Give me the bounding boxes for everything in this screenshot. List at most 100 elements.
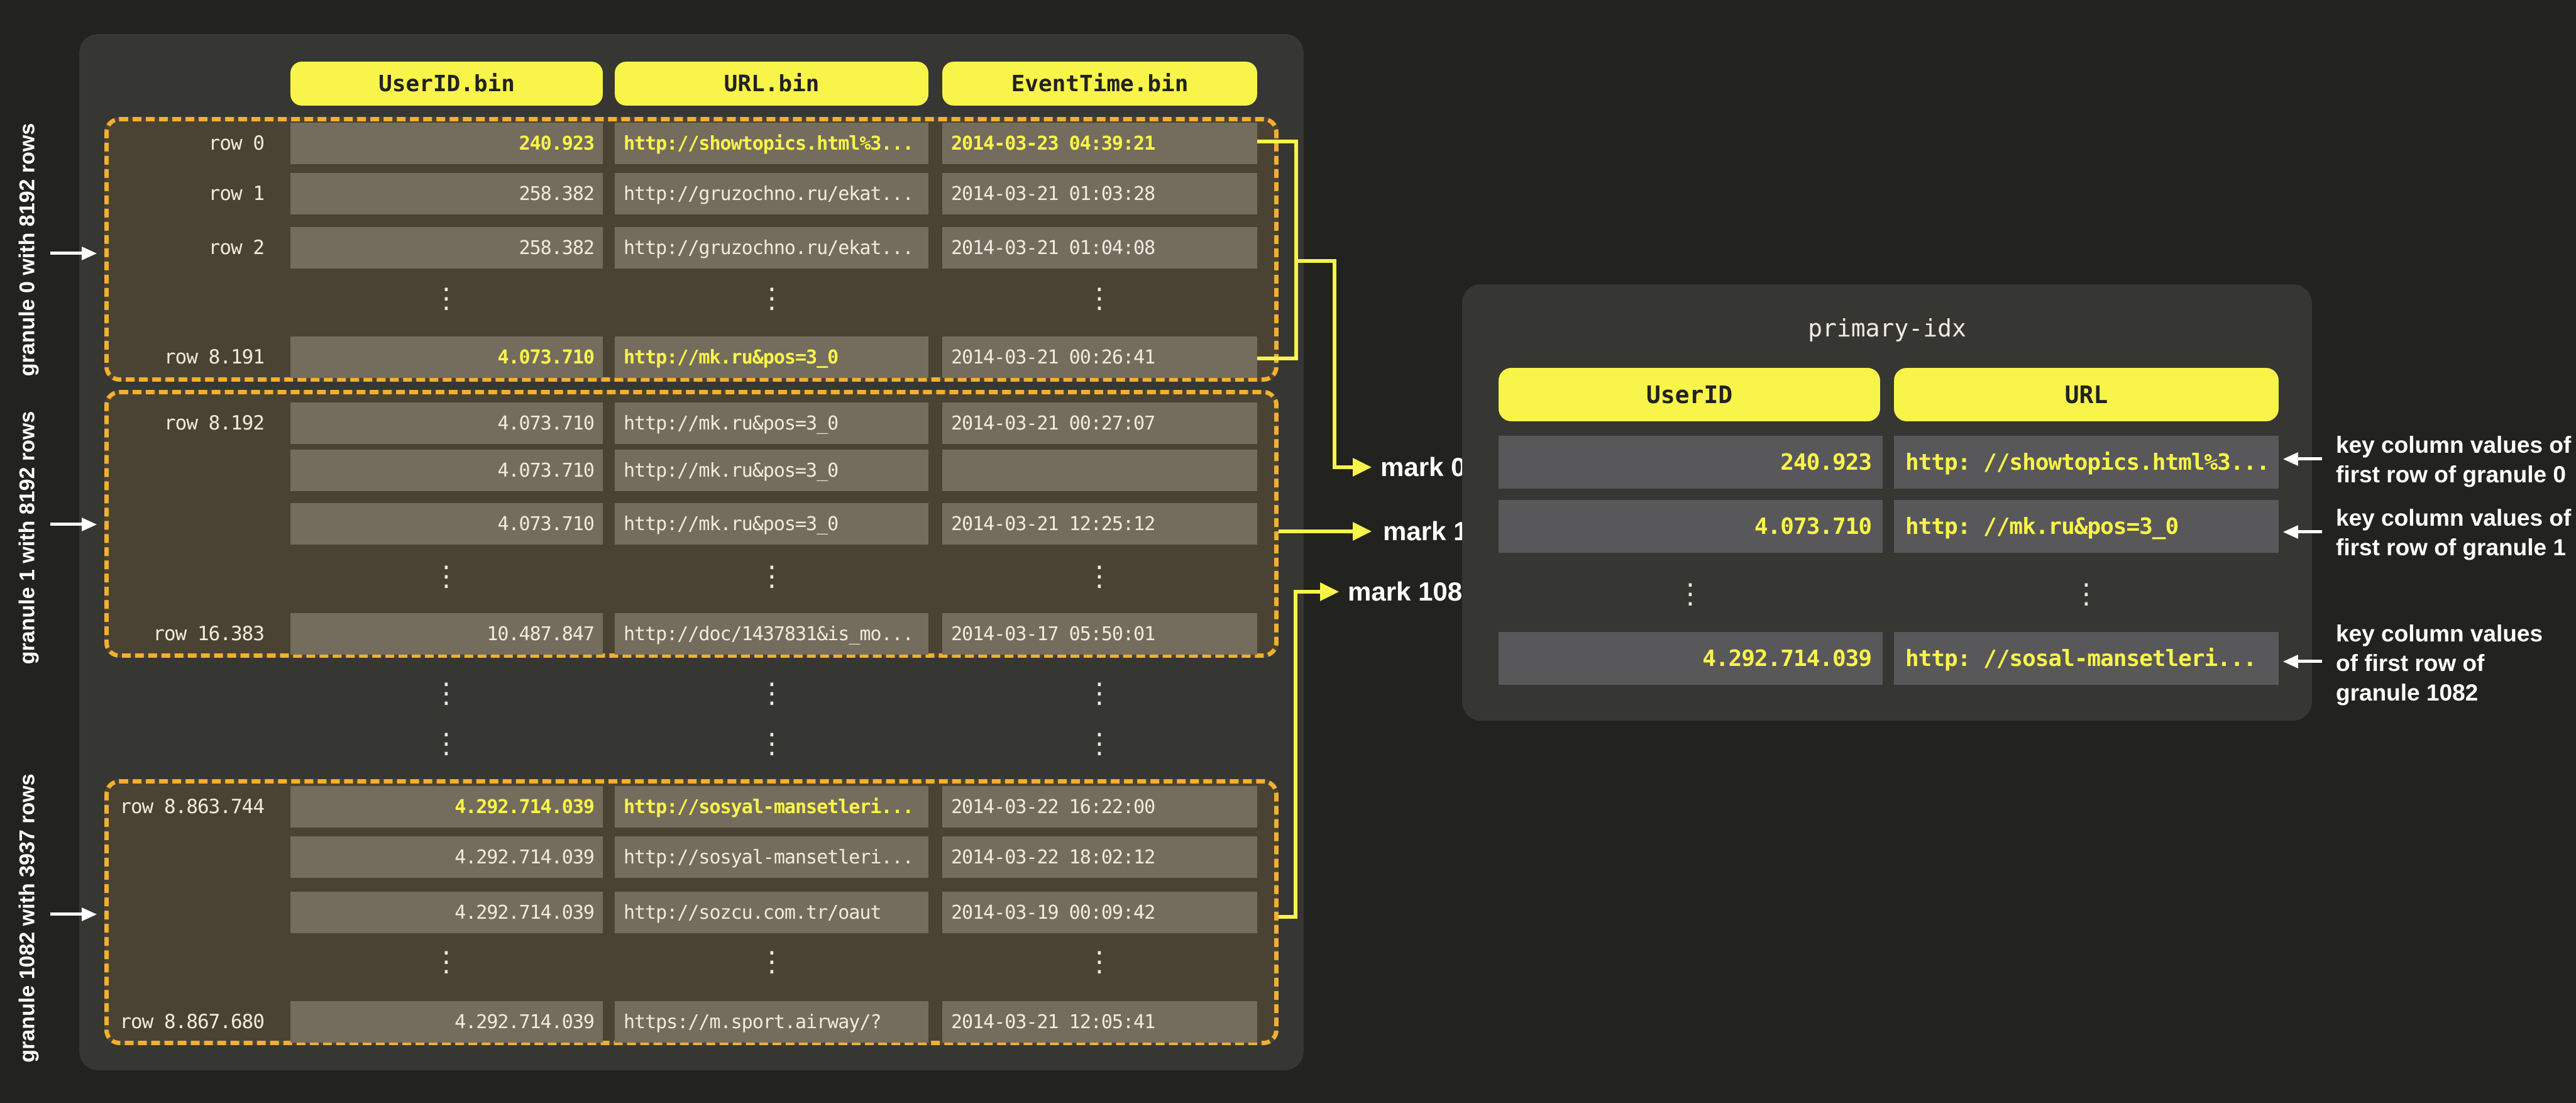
cell-user-id: 10.487.847 — [290, 613, 603, 655]
cell-url: http://mk.ru&pos=3_0 — [615, 336, 928, 378]
mark0-arrow-line — [1333, 465, 1354, 469]
cell-event-time: 2014-03-21 01:03:28 — [942, 173, 1257, 214]
cell-url: http://sosyal-mansetleri... — [615, 836, 928, 878]
cell-user-id: 4.292.714.039 — [290, 786, 603, 828]
gap-ellipsis: ⋮ — [432, 677, 460, 709]
annotation-granule-0: key column values of first row of granule… — [2336, 430, 2571, 489]
annotation-line: first row of granule 1 — [2336, 535, 2566, 560]
index-cell-user-id: 4.073.710 — [1499, 500, 1883, 553]
granule-ellipsis: ⋮ — [758, 560, 786, 592]
cell-user-id: 258.382 — [290, 173, 603, 214]
granule-1082-pointer-line — [50, 912, 83, 916]
index-row1-pointer-arrow-icon — [2283, 525, 2298, 539]
cell-event-time: 2014-03-22 18:02:12 — [942, 836, 1257, 878]
cell-event-time: 2014-03-21 01:04:08 — [942, 227, 1257, 269]
mark1-label: mark 1 — [1383, 516, 1468, 546]
cell-event-time: 2014-03-21 12:25:12 — [942, 503, 1257, 545]
index-cell-url: http: //sosal-mansetleri... — [1894, 632, 2279, 685]
cell-event-time: 2014-03-17 05:50:01 — [942, 613, 1257, 655]
column-header-eventtime-bin: EventTime.bin — [942, 62, 1257, 106]
row-label: row 0 — [208, 132, 265, 155]
annotation-line: first row of granule 0 — [2336, 462, 2566, 487]
cell-url: http://gruzochno.ru/ekat... — [615, 227, 928, 269]
cell-url: http://mk.ru&pos=3_0 — [615, 450, 928, 491]
mark0-arrow-icon — [1353, 458, 1372, 477]
cell-event-time: 2014-03-23 04:39:21 — [942, 123, 1257, 164]
granule-ellipsis: ⋮ — [758, 282, 786, 314]
index-cell-url: http: //showtopics.html%3... — [1894, 436, 2279, 489]
cell-url: http://sozcu.com.tr/oaut — [615, 892, 928, 933]
row-label: row 8.192 — [164, 412, 265, 435]
granule-ellipsis: ⋮ — [758, 946, 786, 978]
cell-user-id: 4.292.714.039 — [290, 1001, 603, 1043]
annotation-line: key column values of — [2336, 505, 2572, 531]
cell-url: http://mk.ru&pos=3_0 — [615, 402, 928, 444]
index-ellipsis: ⋮ — [2072, 578, 2100, 610]
row-label: row 16.383 — [153, 623, 265, 645]
index-header-url: URL — [1894, 368, 2279, 421]
annotation-granule-2: key column values of first row of granule … — [2336, 619, 2543, 707]
index-header-userid: UserID — [1499, 368, 1880, 421]
cell-user-id: 4.073.710 — [290, 402, 603, 444]
granule-ellipsis: ⋮ — [1086, 282, 1113, 314]
cell-url: http://mk.ru&pos=3_0 — [615, 503, 928, 545]
annotation-line: key column values — [2336, 621, 2543, 646]
mark1-arrow-icon — [1353, 522, 1372, 541]
cell-user-id: 4.292.714.039 — [290, 836, 603, 878]
granule-0-side-label: granule 0 with 8192 rows — [15, 123, 40, 377]
mark0-branch-horizontal — [1294, 259, 1336, 263]
cell-url: http://showtopics.html%3... — [615, 123, 928, 164]
cell-url: http://sosyal-mansetleri... — [615, 786, 928, 828]
cell-user-id: 4.073.710 — [290, 450, 603, 491]
primary-index-title: primary-idx — [1808, 314, 1966, 342]
mark0-label: mark 0 — [1380, 452, 1466, 482]
cell-event-time — [942, 450, 1257, 491]
index-cell-user-id: 240.923 — [1499, 436, 1883, 489]
cell-user-id: 4.073.710 — [290, 503, 603, 545]
granule-0-pointer-arrow-icon — [82, 247, 97, 260]
index-row1-pointer-line — [2296, 530, 2322, 533]
granule-1082-box: row 8.863.744 4.292.714.039 http://sosyal-… — [104, 779, 1279, 1045]
mark0-bracket-bottom-stub — [1257, 357, 1298, 360]
cell-user-id: 4.073.710 — [290, 336, 603, 378]
cell-url: http://doc/1437831&is_mo... — [615, 613, 928, 655]
cell-event-time: 2014-03-21 12:05:41 — [942, 1001, 1257, 1043]
annotation-line: granule 1082 — [2336, 680, 2479, 706]
index-cell-user-id: 4.292.714.039 — [1499, 632, 1883, 685]
gap-ellipsis: ⋮ — [432, 728, 460, 760]
index-row3-pointer-arrow-icon — [2283, 655, 2298, 668]
mark1-arrow-line — [1279, 529, 1354, 533]
cell-user-id: 258.382 — [290, 227, 603, 269]
column-header-url-bin: URL.bin — [615, 62, 928, 106]
index-ellipsis: ⋮ — [1676, 578, 1704, 610]
mark1082-stub — [1279, 915, 1297, 919]
granule-ellipsis: ⋮ — [432, 560, 460, 592]
mark0-branch-vertical — [1333, 259, 1336, 469]
granule-ellipsis: ⋮ — [432, 946, 460, 978]
granule-1-pointer-line — [50, 523, 83, 526]
mark1082-label: mark 1082 — [1348, 577, 1477, 606]
granule-1-pointer-arrow-icon — [82, 518, 97, 531]
gap-ellipsis: ⋮ — [758, 728, 786, 760]
granule-1-side-label: granule 1 with 8192 rows — [15, 411, 40, 665]
cell-user-id: 4.292.714.039 — [290, 892, 603, 933]
cell-event-time: 2014-03-21 00:26:41 — [942, 336, 1257, 378]
index-cell-url: http: //mk.ru&pos=3_0 — [1894, 500, 2279, 553]
cell-url: https://m.sport.airway/? — [615, 1001, 928, 1043]
gap-ellipsis: ⋮ — [1086, 677, 1113, 709]
annotation-line: of first row of — [2336, 650, 2485, 676]
row-label: row 8.863.744 — [119, 795, 265, 818]
cell-event-time: 2014-03-21 00:27:07 — [942, 402, 1257, 444]
granule-0-pointer-line — [50, 252, 83, 255]
cell-event-time: 2014-03-22 16:22:00 — [942, 786, 1257, 828]
annotation-line: key column values of — [2336, 432, 2572, 458]
row-label: row 8.867.680 — [119, 1011, 265, 1033]
index-row0-pointer-line — [2296, 457, 2322, 460]
row-label: row 1 — [208, 182, 265, 205]
annotation-granule-1: key column values of first row of granule… — [2336, 503, 2571, 562]
mark1082-arrow-line — [1294, 590, 1321, 594]
mark0-bracket-vertical — [1294, 140, 1298, 360]
cell-event-time: 2014-03-19 00:09:42 — [942, 892, 1257, 933]
